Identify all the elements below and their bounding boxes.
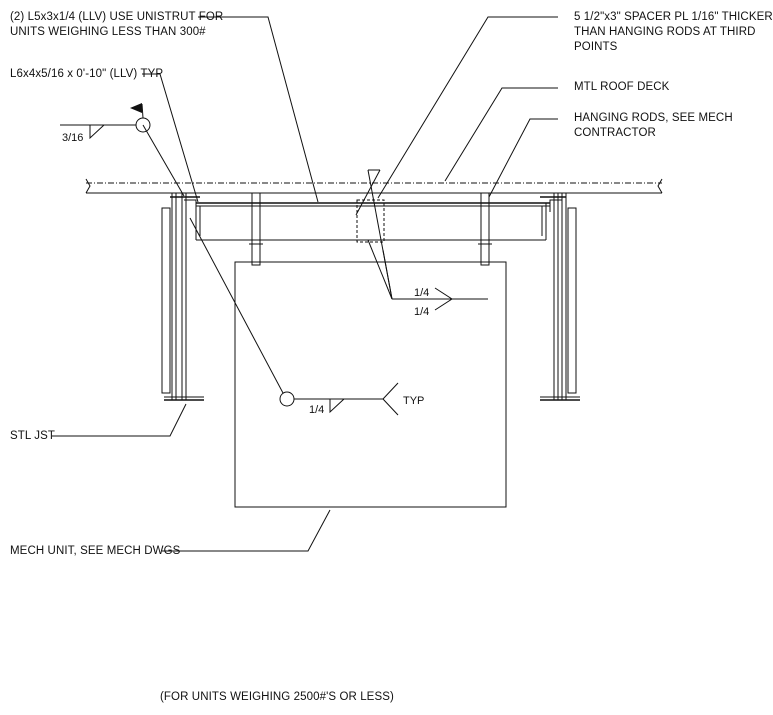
support-angle-frame (184, 199, 562, 241)
detail-caption: (FOR UNITS WEIGHING 2500#'S OR LESS) (160, 691, 394, 703)
weld-typ-label: TYP (403, 395, 424, 407)
weld-symbol-typ (189, 217, 399, 416)
weld-size-spacer-bottom: 1/4 (414, 306, 429, 318)
leader-joist (52, 403, 187, 437)
weld-symbol-top-left (60, 103, 185, 197)
note-mech-unit: MECH UNIT, SEE MECH DWGS (10, 545, 181, 557)
weld-symbol-spacer (355, 169, 488, 311)
note-rods-line1: HANGING RODS, SEE MECH (574, 112, 733, 124)
note-rods-line2: CONTRACTOR (574, 127, 656, 139)
weld-size-typ: 1/4 (309, 404, 324, 416)
note-spacer-line3: POINTS (574, 41, 618, 53)
leader-unistrut (198, 16, 319, 203)
note-spacer-line1: 5 1/2"x3" SPACER PL 1/16" THICKER (574, 11, 773, 23)
leader-angle (142, 73, 199, 203)
hanging-rod-left (249, 192, 263, 266)
leader-spacer (377, 16, 558, 199)
note-unistrut-line2: UNITS WEIGHING LESS THAN 300# (10, 26, 206, 38)
left-steel-joist (161, 193, 204, 401)
note-unistrut-line1: (2) L5x3x1/4 (LLV) USE UNISTRUT FOR (10, 11, 224, 23)
note-roof-deck: MTL ROOF DECK (574, 81, 670, 93)
right-steel-joist (540, 193, 580, 401)
note-joist: STL JST (10, 430, 56, 442)
leader-hanging-rods (488, 118, 558, 198)
hanging-rod-right (478, 192, 492, 266)
leader-roof-deck (444, 87, 558, 182)
field-weld-flag-icon (130, 103, 142, 113)
mech-unit-box (234, 261, 507, 508)
spacer-plate (356, 199, 385, 243)
note-angle: L6x4x5/16 x 0'-10" (LLV) TYP (10, 68, 164, 80)
weld-size-spacer-top: 1/4 (414, 287, 429, 299)
weld-size-top-left: 3/16 (62, 132, 83, 144)
leader-mech-unit (162, 509, 331, 552)
note-spacer-line2: THAN HANGING RODS AT THIRD (574, 26, 756, 38)
